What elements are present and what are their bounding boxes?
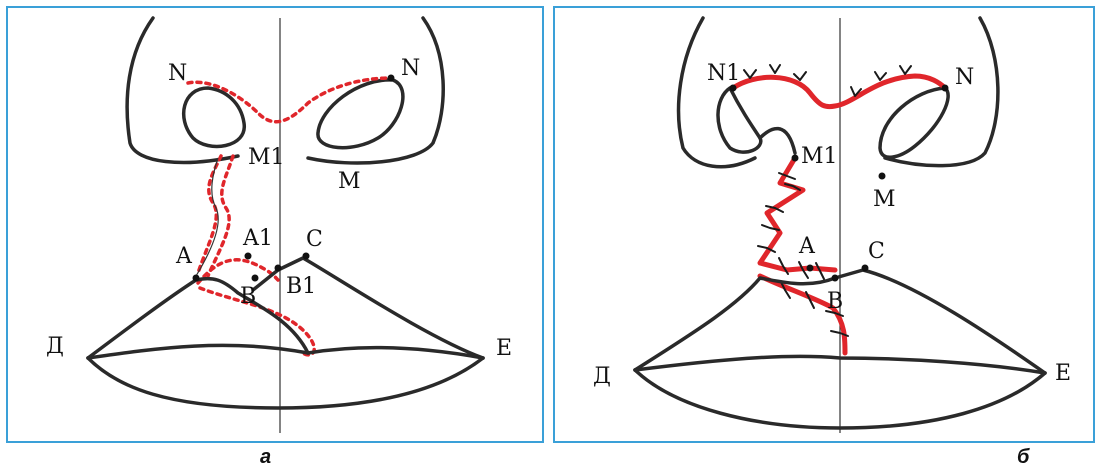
suture-line-vermilion: [760, 276, 845, 353]
suture-line-columella-lip: [760, 158, 835, 270]
point-b: [252, 275, 259, 282]
label-a1: A1: [242, 226, 273, 251]
lower-lip: [88, 358, 483, 408]
label-a: A: [798, 234, 816, 259]
diagram-panel-b: N1 N M1 M A B C Д E: [553, 6, 1095, 443]
diagram-panel-a: N N M1 M A A1 B B1 C Д E: [6, 6, 544, 443]
point-b1: [275, 265, 282, 272]
columella-left: [760, 129, 795, 153]
label-m1: M1: [801, 144, 838, 169]
point-m1: [792, 155, 799, 162]
lip-nose-diagram-a: N N M1 M A A1 B B1 C Д E: [8, 8, 544, 443]
point-c: [303, 253, 310, 260]
nostril-left: [718, 88, 761, 152]
nostril-right: [880, 88, 948, 157]
point-b: [832, 275, 839, 282]
label-n1: N1: [707, 61, 740, 86]
label-m: M: [873, 187, 896, 212]
point-c: [862, 265, 869, 272]
label-e: E: [1055, 361, 1071, 386]
nose-left-ala: [679, 18, 755, 167]
label-e: E: [496, 336, 512, 361]
label-c: C: [306, 227, 323, 252]
label-c: C: [868, 239, 885, 264]
point-a1: [245, 253, 252, 260]
point-a: [807, 265, 814, 272]
label-m1: M1: [248, 145, 285, 170]
nostril-left: [184, 88, 245, 146]
label-b1: B1: [286, 274, 316, 299]
point-m: [879, 173, 886, 180]
upper-lip-right: [253, 258, 483, 358]
lip-commissure-line: [88, 345, 483, 358]
caption-a: a: [260, 446, 271, 469]
suture-line-nasal: [733, 76, 945, 107]
caption-b: б: [1017, 446, 1029, 469]
label-b: B: [827, 289, 843, 314]
nose-right-ala: [885, 18, 998, 166]
label-b: B: [240, 284, 256, 309]
label-d: Д: [593, 364, 611, 389]
label-n-left: N: [168, 61, 187, 86]
label-n: N: [955, 65, 974, 90]
lip-nose-diagram-b: N1 N M1 M A B C Д E: [555, 8, 1095, 443]
label-m: M: [338, 169, 361, 194]
point-n: [942, 85, 949, 92]
label-n-right: N: [401, 56, 420, 81]
label-d: Д: [46, 334, 64, 359]
label-a: A: [175, 244, 193, 269]
point-a: [193, 275, 200, 282]
point-n-right: [388, 75, 395, 82]
